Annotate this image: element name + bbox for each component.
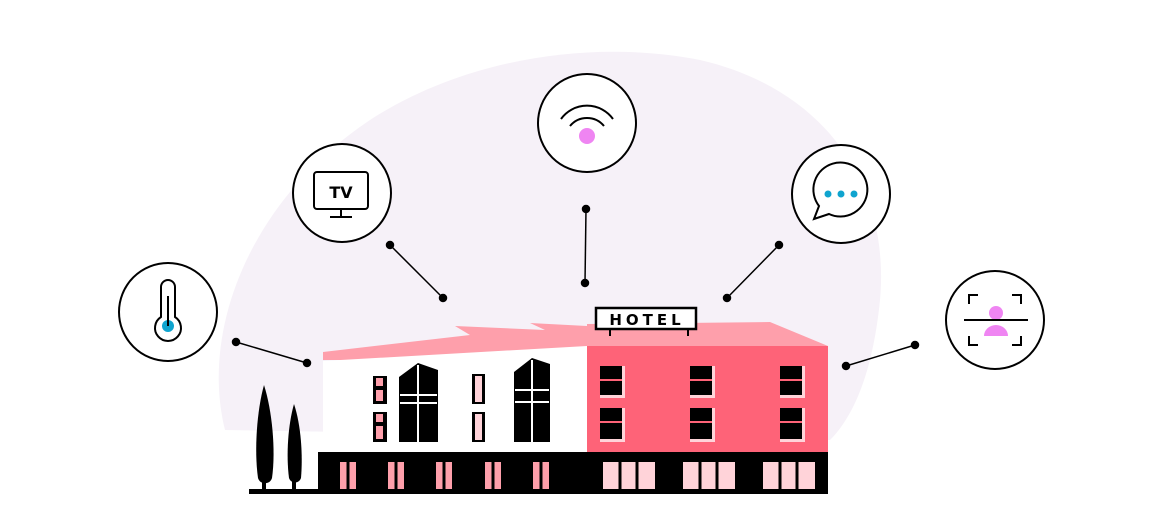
white-wing-windows xyxy=(373,358,550,442)
tv-icon: TV xyxy=(292,143,392,243)
tv-label: TV xyxy=(329,183,353,202)
connector-lines xyxy=(231,204,920,371)
wifi-icon xyxy=(537,73,637,173)
hotel-sign: HOTEL xyxy=(594,306,698,336)
face-recognition-icon xyxy=(945,270,1045,370)
ground-line xyxy=(249,489,324,494)
ground-floor-windows xyxy=(340,462,815,489)
pink-wing-windows xyxy=(600,366,805,442)
chat-bubble-icon xyxy=(791,144,891,244)
hotel-sign-label: HOTEL xyxy=(609,311,684,329)
cypress-trees xyxy=(256,385,302,492)
hotel-building: HOTEL xyxy=(249,306,828,494)
thermometer-icon xyxy=(118,262,218,362)
